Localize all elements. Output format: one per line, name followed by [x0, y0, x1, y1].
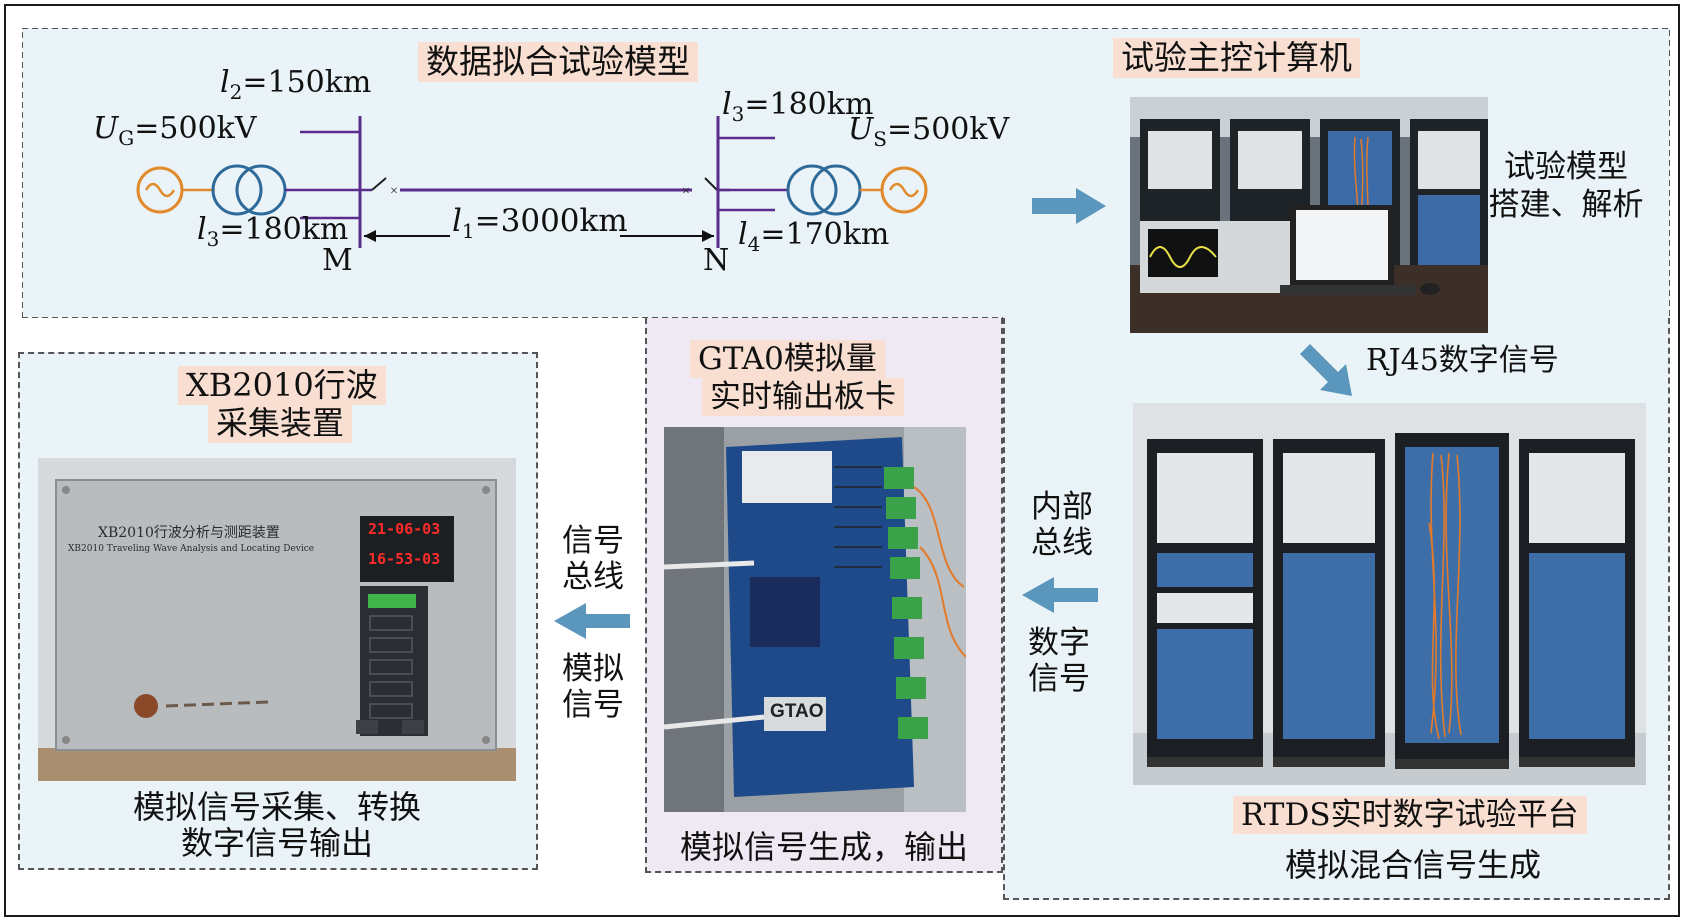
gtao-title-1: GTA0模拟量 [690, 340, 885, 379]
display-date: 21-06-03 [368, 520, 441, 538]
label-l3-right: l3=180km [722, 87, 874, 126]
svg-text:×: × [682, 184, 690, 199]
gtao-photo: GTAO [664, 427, 966, 812]
power-system-diagram: × × [136, 116, 928, 248]
device-name-en: XB2010 Traveling Wave Analysis and Locat… [68, 544, 315, 554]
source-s-icon [880, 166, 928, 214]
gtao-title-2: 实时输出板卡 [702, 378, 904, 417]
gtao-caption: 模拟信号生成，输出 [679, 828, 968, 866]
node-n: N [703, 243, 730, 278]
arrow-left-icon-mid [554, 603, 630, 639]
master-pc-caption-1: 试验模型 [1504, 149, 1628, 185]
label-l1: l1=3000km [452, 203, 628, 244]
breaker-m-icon [371, 177, 387, 191]
svg-text:×: × [390, 184, 398, 199]
device-name-cn: XB2010行波分析与测距装置 [98, 525, 280, 541]
xb2010-photo: XB2010行波分析与测距装置 XB2010 Traveling Wave An… [38, 458, 516, 781]
master-pc-photo [1130, 97, 1488, 333]
label-l3-left: l3=180km [197, 212, 349, 251]
outer-frame [4, 4, 1680, 917]
arrow-down-right-icon [1300, 344, 1352, 396]
signal-bus-label-2: 总线 [562, 559, 624, 595]
rj45-label: RJ45数字信号 [1366, 343, 1559, 378]
breaker-n-icon [704, 177, 718, 191]
signal-bus-label-1: 信号 [562, 523, 624, 559]
master-pc-title: 试验主控计算机 [1113, 38, 1360, 79]
analog-signal-label-2: 信号 [562, 687, 624, 723]
arrow-right-icon [1032, 188, 1106, 224]
analog-signal-label-1: 模拟 [562, 651, 624, 687]
xb2010-caption-1: 模拟信号采集、转换 [132, 788, 421, 826]
node-m: M [322, 243, 353, 278]
master-pc-caption-2: 搭建、解析 [1488, 187, 1644, 223]
xb2010-caption-2: 数字信号输出 [180, 824, 373, 862]
internal-bus-label-1: 内部 [1031, 489, 1093, 525]
label-l4: l4=170km [738, 217, 890, 256]
label-l2: l2=150km [220, 65, 372, 104]
label-us: US=500kV [848, 112, 1010, 151]
gtao-board-label: GTAO [770, 701, 824, 722]
label-ug: UG=500kV [93, 111, 257, 150]
xb2010-title-2: 采集装置 [208, 404, 353, 444]
digital-signal-label-1: 数字 [1028, 625, 1090, 661]
display-time: 16-53-03 [368, 550, 441, 568]
digital-signal-label-2: 信号 [1028, 661, 1090, 697]
rtds-photo [1133, 403, 1646, 785]
internal-bus-label-2: 总线 [1031, 525, 1093, 561]
rtds-subtitle: 模拟混合信号生成 [1284, 846, 1541, 884]
data-fitting-title: 数据拟合试验模型 [418, 42, 698, 83]
xb2010-title-1: XB2010行波 [178, 366, 386, 406]
rtds-title: RTDS实时数字试验平台 [1233, 796, 1587, 835]
arrow-left-icon-right [1022, 577, 1098, 613]
